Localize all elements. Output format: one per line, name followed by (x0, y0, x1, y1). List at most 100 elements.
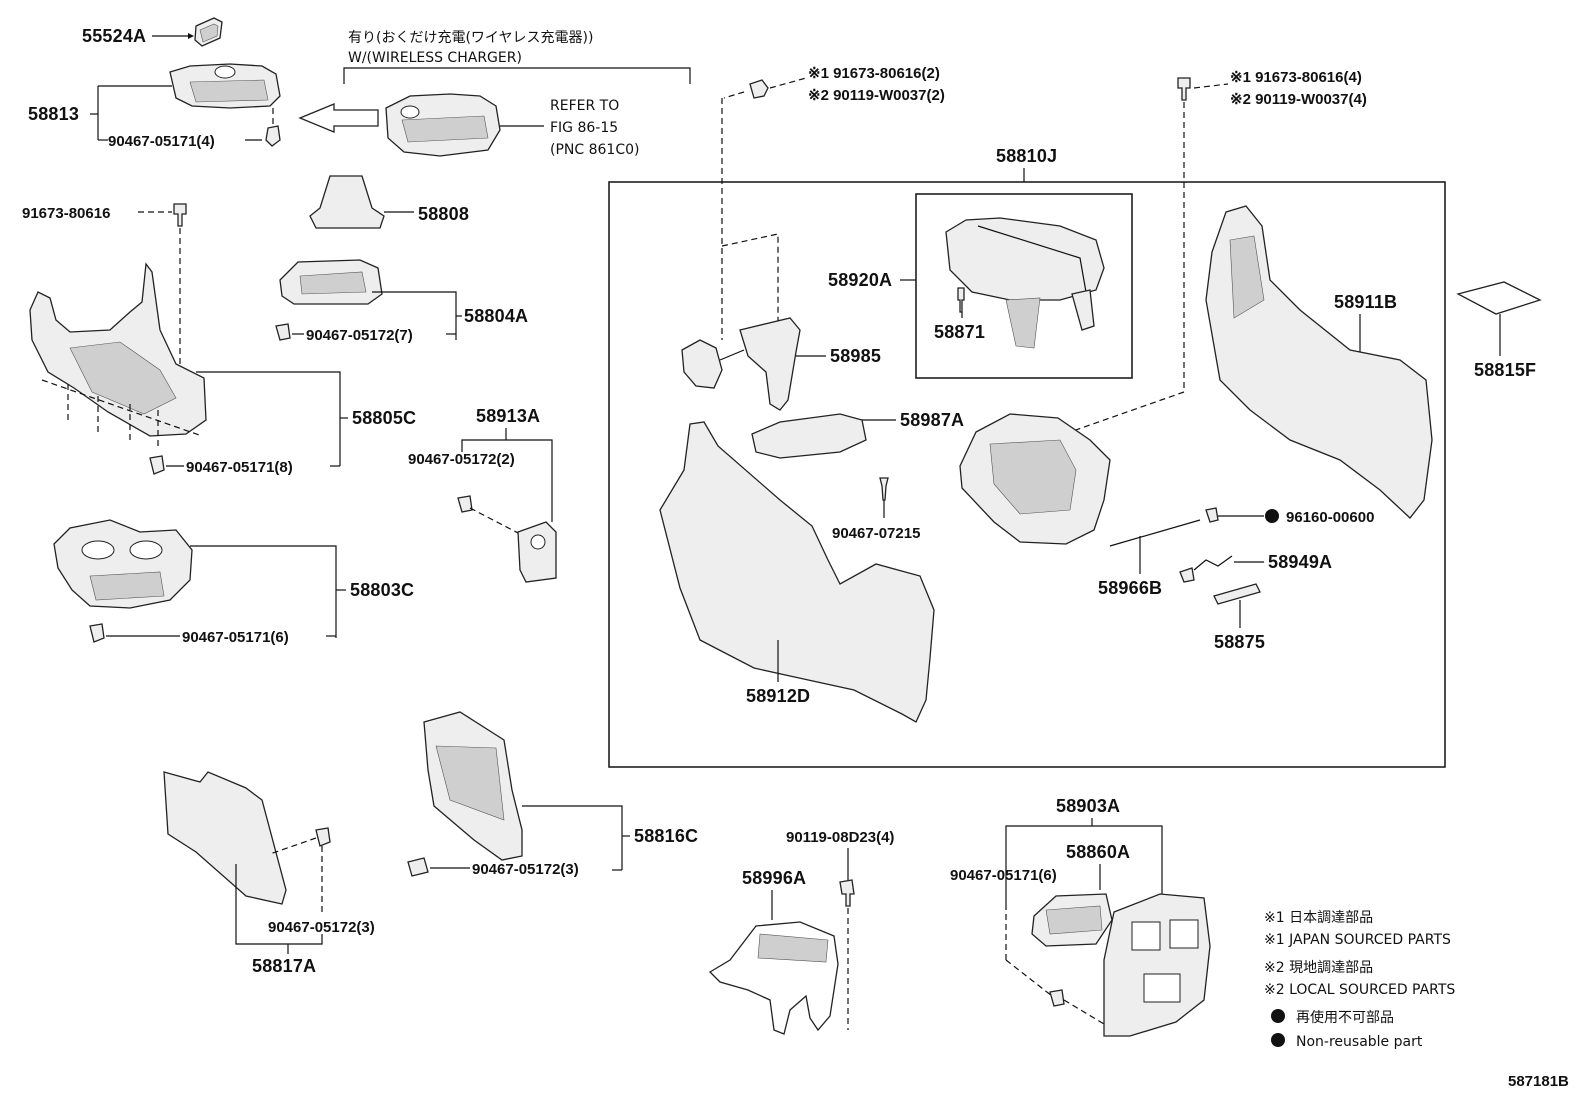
assembly-box (608, 181, 1446, 768)
label-58816C-clip: 90467-05172(3) (472, 861, 579, 878)
part-58817A-group[interactable]: 90467-05172(3) 58817A (163, 771, 375, 976)
label-55524A: 55524A (82, 26, 146, 46)
58985-right-shape (739, 317, 801, 411)
label-58903A: 58903A (1056, 796, 1120, 816)
label-58871: 58871 (934, 322, 985, 342)
label-58813-clip: 90467-05171(4) (108, 133, 215, 150)
part-96160-group[interactable]: 96160-00600 58966B (1098, 507, 1374, 598)
wireless-charger-group[interactable]: 有り(おくだけ充電(ワイヤレス充電器)) W/(WIRELESS CHARGER… (298, 30, 691, 158)
label-58912D: 58912D (746, 686, 810, 706)
label-58810J: 58810J (996, 146, 1057, 166)
part-58987A-group[interactable]: 58987A (751, 410, 964, 459)
58803C-clip-shape (89, 623, 105, 643)
wireless-jp: 有り(おくだけ充電(ワイヤレス充電器)) (348, 30, 593, 46)
part-58816C-group[interactable]: 58816C 90467-05172(3) (407, 711, 698, 878)
part-58813-group[interactable]: 58813 90467-05171(4) (28, 63, 281, 150)
58949A-clip-shape (1179, 567, 1195, 583)
label-58803C: 58803C (350, 580, 414, 600)
label-58804A-clip: 90467-05172(7) (306, 327, 413, 344)
part-58803C-group[interactable]: 58803C 90467-05171(6) (53, 519, 414, 646)
label-58813: 58813 (28, 104, 79, 124)
label-91673-left: 91673-80616 (22, 205, 110, 222)
label-58913A: 58913A (476, 406, 540, 426)
part-90467-07215-group[interactable]: 90467-07215 (832, 477, 920, 542)
58805C-clip-shape (149, 455, 165, 475)
58871-pin-shape (957, 287, 965, 313)
part-58911B-group[interactable]: 58911B (1205, 205, 1433, 519)
non-reusable-dot-icon (1271, 1033, 1285, 1047)
bolts-right-group[interactable]: ※1 91673-80616(4) ※2 90119-W0037(4) (1069, 69, 1367, 433)
legend-jp-sourced-en: ※1 JAPAN SOURCED PARTS (1264, 932, 1451, 948)
bolt-91673-left-group[interactable]: 91673-80616 (22, 203, 187, 390)
label-58808: 58808 (418, 204, 469, 224)
wireless-en: W/(WIRELESS CHARGER) (348, 50, 522, 66)
58912D-shape (659, 421, 935, 723)
label-96160: 96160-00600 (1286, 509, 1374, 526)
label-58996A-bolt: 90119-08D23(4) (786, 829, 894, 846)
bolt-icon (173, 203, 187, 227)
non-reusable-dot-icon (1265, 509, 1279, 523)
label-58996A: 58996A (742, 868, 806, 888)
part-58903A-group[interactable]: 58903A 58860A 90467-05171(6) (950, 796, 1211, 1037)
58985-left-shape (681, 339, 723, 389)
figure-id: 587181B (1508, 1073, 1569, 1090)
part-58913A-group[interactable]: 58913A 90467-05172(2) (408, 406, 557, 583)
58815F-shape (1456, 281, 1542, 315)
legend-local-jp: ※2 現地調達部品 (1264, 960, 1373, 976)
label-58903A-clip: 90467-05171(6) (950, 867, 1057, 884)
label-58860A: 58860A (1066, 842, 1130, 862)
bolts-mid-group[interactable]: ※1 91673-80616(2) ※2 90119-W0037(2) (721, 65, 945, 340)
label-58949A: 58949A (1268, 552, 1332, 572)
label-58817A: 58817A (252, 956, 316, 976)
label-58920A: 58920A (828, 270, 892, 290)
label-58911B: 58911B (1334, 292, 1397, 312)
bolt-icon (749, 79, 769, 99)
label-58987A: 58987A (900, 410, 964, 430)
58913A-clip-shape (457, 495, 473, 513)
label-58804A: 58804A (464, 306, 528, 326)
58813-clip-shape (265, 125, 281, 147)
part-58875-group[interactable]: 58875 (1213, 583, 1265, 652)
label-bolts-mid-2: ※2 90119-W0037(2) (808, 87, 945, 104)
label-58816C: 58816C (634, 826, 698, 846)
part-58920A-group[interactable]: 58920A 58871 (828, 217, 1105, 349)
label-58805C-clip: 90467-05171(8) (186, 459, 293, 476)
part-58804A-group[interactable]: 58804A 90467-05172(7) (275, 259, 528, 344)
part-58805C-group[interactable]: 58805C 90467-05171(8) (29, 262, 416, 476)
part-58815F-group[interactable]: 58815F (1456, 281, 1542, 380)
console-box-group[interactable] (959, 413, 1111, 545)
pin-icon (879, 477, 889, 501)
assembly-58810J-group[interactable]: 58810J (608, 146, 1446, 768)
refer-line-2: FIG 86-15 (550, 120, 618, 136)
label-58803C-clip: 90467-05171(6) (182, 629, 289, 646)
part-58912D-group[interactable]: 58912D (659, 421, 935, 723)
bolt-icon (839, 879, 855, 907)
58903A-shape (1103, 893, 1211, 1037)
part-55524A-group[interactable]: 55524A (82, 17, 223, 47)
label-58875: 58875 (1214, 632, 1265, 652)
part-58949A-group[interactable]: 58949A (1179, 552, 1332, 583)
part-58996A-group[interactable]: 90119-08D23(4) 58996A (708, 829, 894, 1035)
part-58808-group[interactable]: 58808 (309, 175, 469, 229)
label-58913A-clip: 90467-05172(2) (408, 451, 515, 468)
refer-line-1: REFER TO (550, 98, 619, 114)
58808-shape (309, 175, 385, 229)
label-58817A-clip: 90467-05172(3) (268, 919, 375, 936)
58817A-shape (163, 771, 287, 905)
legend-local-en: ※2 LOCAL SOURCED PARTS (1264, 982, 1455, 998)
58911B-shape (1205, 205, 1433, 519)
58913A-shape (517, 521, 557, 583)
label-bolts-right-1: ※1 91673-80616(4) (1230, 69, 1362, 86)
label-58966B: 58966B (1098, 578, 1162, 598)
label-58985: 58985 (830, 346, 881, 366)
part-58985-group[interactable]: 58985 (681, 317, 881, 411)
armrest-subbox (915, 193, 1133, 379)
58920A-shape (945, 217, 1105, 301)
58804A-clip-shape (275, 323, 291, 341)
label-58815F: 58815F (1474, 360, 1536, 380)
58903A-clip-shape (1049, 989, 1065, 1007)
refer-line-3: (PNC 861C0) (550, 142, 639, 158)
58987A-shape (751, 413, 867, 459)
58816C-clip-shape (407, 857, 429, 877)
